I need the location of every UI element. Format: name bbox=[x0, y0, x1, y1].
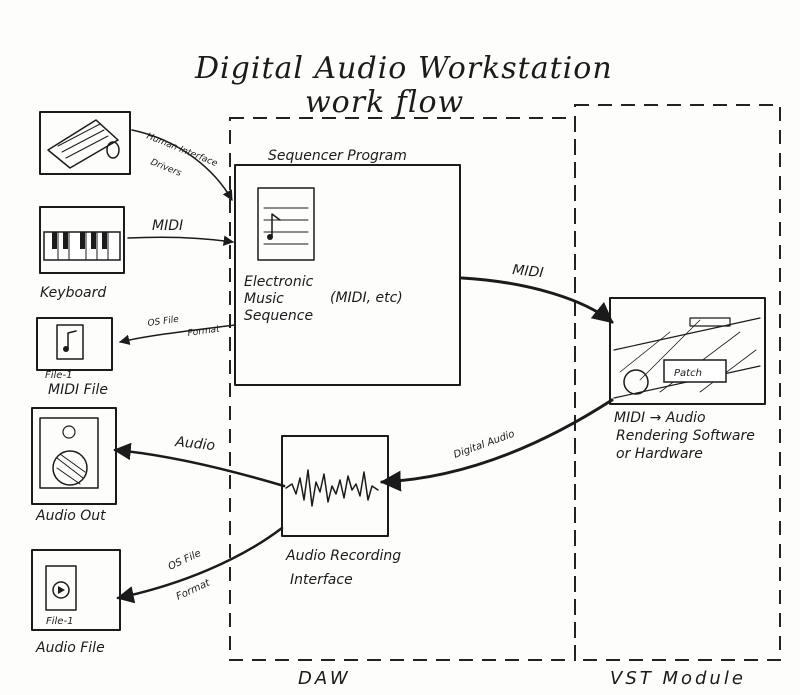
os-file-b-label-1: OS File bbox=[167, 548, 203, 573]
audio-arrow-label: Audio bbox=[174, 434, 216, 454]
vst-label-2: Rendering Software bbox=[616, 428, 755, 444]
audio-file-icon-label: File-1 bbox=[46, 616, 73, 627]
os-file-label-1: OS File bbox=[147, 315, 180, 329]
audio-out-label: Audio Out bbox=[35, 508, 106, 524]
hid-label-2: Drivers bbox=[149, 158, 183, 180]
sequencer-title: Sequencer Program bbox=[268, 148, 407, 164]
hid-arrow bbox=[131, 129, 233, 201]
vst-rendering-box bbox=[609, 297, 766, 405]
diagram-title-line2: work flow bbox=[305, 85, 464, 120]
vst-label-3: or Hardware bbox=[616, 446, 703, 462]
speaker-icon bbox=[31, 407, 117, 505]
waveform-icon bbox=[285, 469, 379, 507]
synthesizer-icon bbox=[613, 317, 761, 399]
daw-region bbox=[229, 117, 576, 661]
audio-file-label: Audio File bbox=[35, 640, 105, 656]
piano-keyboard-icon bbox=[39, 206, 125, 274]
sequencer-content-1: Electronic bbox=[244, 274, 314, 290]
midi-file-label: MIDI File bbox=[48, 382, 108, 398]
vst-region bbox=[574, 104, 781, 661]
keyboard-midi-label: MIDI bbox=[152, 218, 183, 234]
vst-patch-label: Patch bbox=[674, 368, 702, 379]
music-file-icon bbox=[36, 317, 113, 371]
midi-file-icon-label: File-1 bbox=[45, 370, 72, 381]
sheet-music-icon bbox=[267, 234, 273, 240]
sequencer-content-2: Music bbox=[244, 291, 284, 307]
digital-audio-arrow bbox=[379, 398, 614, 492]
keyboard-label: Keyboard bbox=[40, 285, 106, 301]
computer-keyboard-mouse-icon bbox=[39, 111, 131, 175]
seq-vst-midi-arrow bbox=[460, 276, 614, 324]
os-file-audio-arrow bbox=[116, 526, 284, 604]
seq-vst-midi-label: MIDI bbox=[512, 262, 545, 281]
os-file-label-2: Format bbox=[187, 325, 221, 339]
sequencer-program-box bbox=[234, 164, 461, 386]
diagram-title-line1: Digital Audio Workstation bbox=[194, 51, 613, 86]
keyboard-midi-arrow bbox=[127, 235, 235, 246]
audio-interface-box bbox=[281, 435, 389, 537]
interface-label-1: Audio Recording bbox=[285, 548, 401, 564]
interface-label-2: Interface bbox=[290, 572, 353, 588]
sequencer-note: (MIDI, etc) bbox=[330, 290, 403, 306]
daw-label: DAW bbox=[298, 668, 351, 689]
sequencer-content-3: Sequence bbox=[244, 308, 313, 324]
vst-label-1: MIDI → Audio bbox=[614, 410, 706, 426]
audio-out-arrow bbox=[113, 442, 286, 488]
vst-label: VST Module bbox=[610, 668, 746, 689]
os-file-midi-arrow bbox=[118, 324, 236, 345]
